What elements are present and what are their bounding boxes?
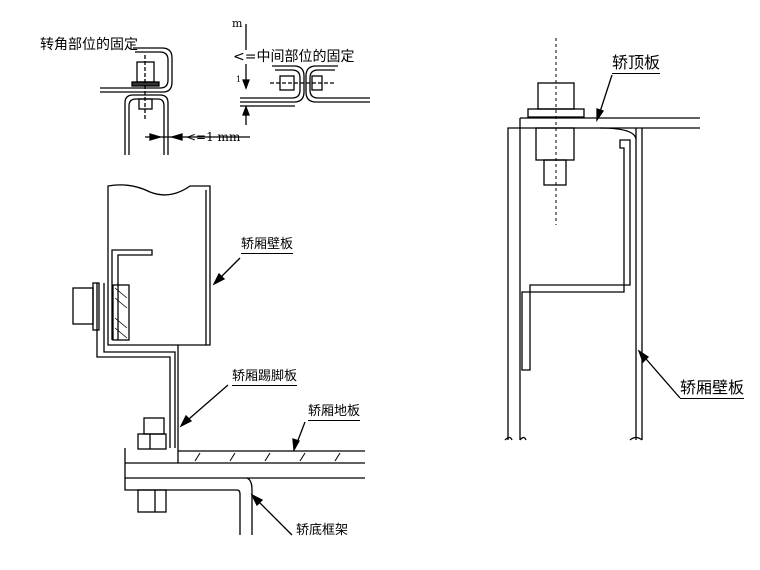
car-wall-panel-label-left: 轿厢壁板 xyxy=(241,237,294,254)
bolt-icon xyxy=(72,287,94,325)
roof-to-wall-assembly xyxy=(504,38,700,441)
corner-fixing-label: 转角部位的固定 xyxy=(40,37,138,53)
bolt-icon xyxy=(143,417,165,435)
kick-plate-label: 轿厢踢脚板 xyxy=(232,369,298,386)
gap-dimension xyxy=(145,24,250,141)
car-floor-label: 轿厢地板 xyxy=(308,404,361,421)
middle-fixing-detail xyxy=(240,65,370,107)
middle-fixing-label: <=中间部位的固定 xyxy=(233,49,355,65)
dimension-1-label: 1 xyxy=(236,75,242,84)
car-roof-panel-label: 轿顶板 xyxy=(612,53,661,74)
corner-fixing-detail xyxy=(100,47,173,155)
gap-label: <=1 mm xyxy=(186,130,241,144)
leader-lines-right xyxy=(596,74,681,399)
dimension-m-label: m xyxy=(232,17,243,30)
car-wall-panel-label-right: 轿厢壁板 xyxy=(680,378,745,399)
wall-to-floor-assembly xyxy=(72,184,365,535)
car-bottom-frame-label: 轿底框架 xyxy=(296,523,349,538)
nut-icon xyxy=(137,489,167,513)
leader-lines-left xyxy=(179,257,306,536)
